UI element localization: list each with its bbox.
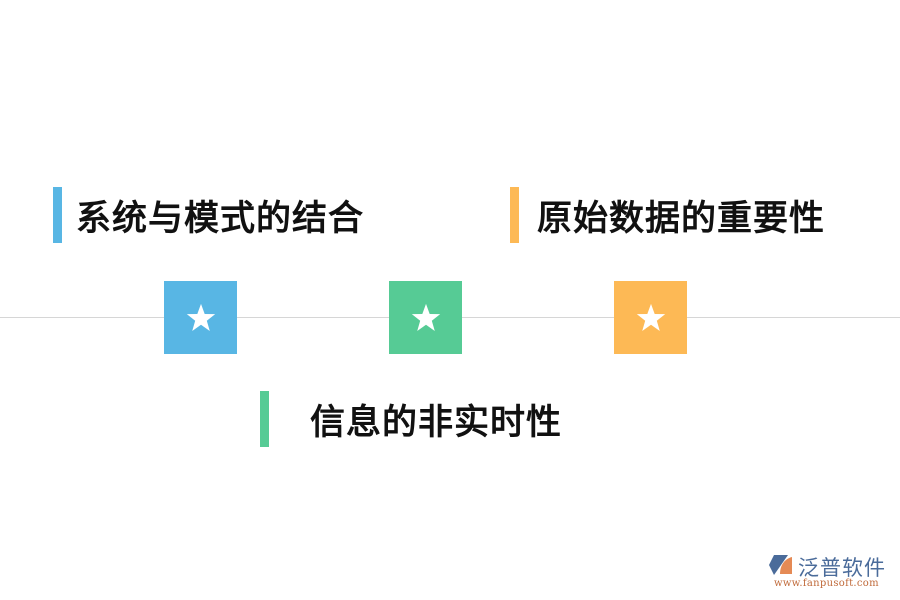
fanpu-logo-icon [769, 555, 792, 575]
marker-box-green [389, 281, 462, 354]
accent-bar-green [260, 391, 269, 447]
accent-bar-orange [510, 187, 519, 243]
star-icon [636, 303, 665, 331]
logo-name: 泛普软件 [798, 556, 886, 580]
logo-url: www.fanpusoft.com [774, 578, 879, 589]
fanpusoft-logo: 泛普软件 www.fanpusoft.com [768, 552, 893, 592]
star-icon [411, 303, 440, 331]
label-system-mode-combination: 系统与模式的结合 [53, 187, 364, 243]
star-icon [186, 303, 215, 331]
label-info-non-realtime: 信息的非实时性 [260, 391, 562, 447]
accent-bar-blue [53, 187, 62, 243]
marker-box-orange [614, 281, 687, 354]
label-text: 原始数据的重要性 [537, 198, 826, 239]
label-text: 系统与模式的结合 [76, 198, 365, 239]
label-raw-data-importance: 原始数据的重要性 [510, 187, 825, 243]
label-text: 信息的非实时性 [310, 402, 563, 443]
marker-box-blue [164, 281, 237, 354]
